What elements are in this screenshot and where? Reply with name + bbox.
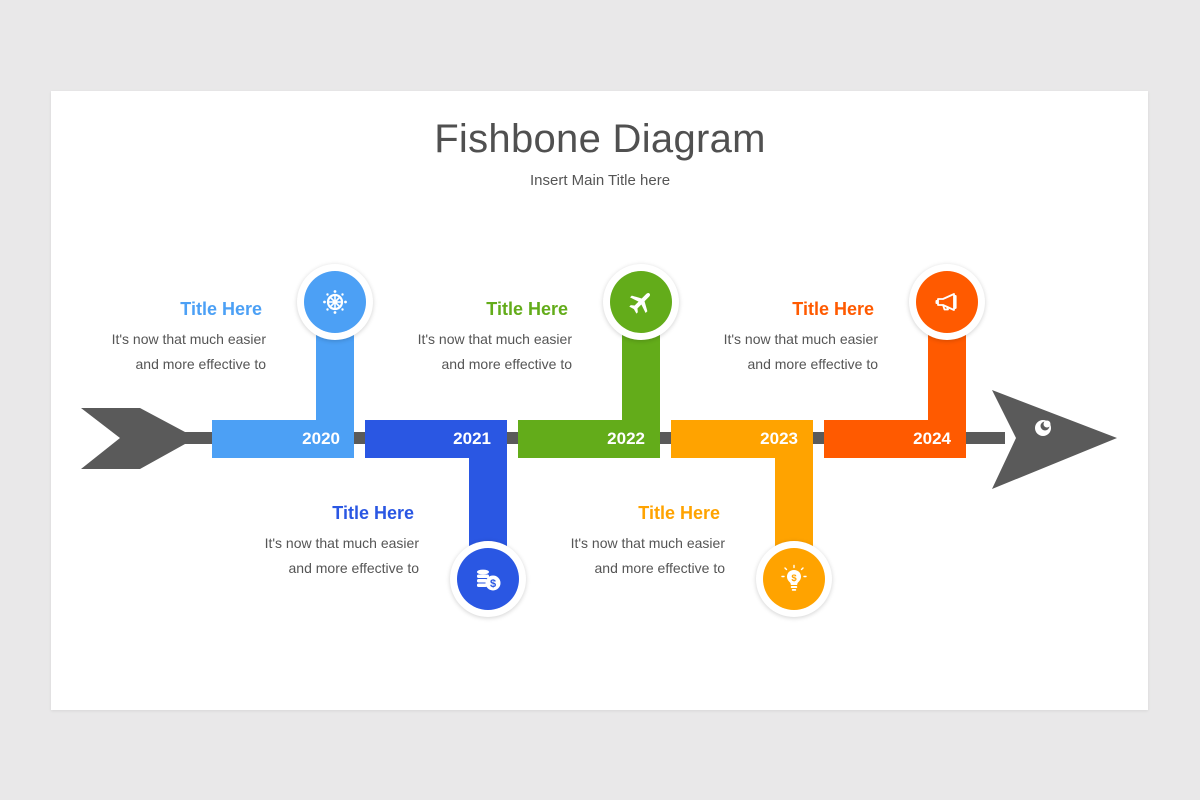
year-label-2024: 2024: [913, 429, 951, 448]
page-subtitle: Insert Main Title here: [529, 172, 671, 189]
desc-line: It's now that much easier: [570, 535, 725, 551]
desc-line: It's now that much easier: [417, 331, 572, 347]
milestone-icon-2021: $: [450, 541, 526, 617]
svg-text:$: $: [791, 573, 797, 584]
desc-line: and more effective to: [594, 560, 725, 576]
desc-line: and more effective to: [441, 356, 572, 372]
ship-wheel-icon: [323, 290, 347, 314]
fish-head-icon: [992, 390, 1117, 489]
desc-line: and more effective to: [288, 560, 419, 576]
desc-line: It's now that much easier: [111, 331, 266, 347]
svg-text:$: $: [490, 578, 496, 590]
bone-segment-2023: [671, 420, 813, 458]
lightbulb-dollar-icon: $: [781, 564, 807, 591]
milestone-desc-2024: It's now that much easier and more effec…: [648, 327, 878, 377]
milestone-title-2024: Title Here: [792, 299, 874, 319]
milestone-title-2020: Title Here: [180, 299, 262, 319]
milestone-icon-2023: $: [756, 541, 832, 617]
milestone-desc-2022: It's now that much easier and more effec…: [342, 327, 572, 377]
desc-line: and more effective to: [747, 356, 878, 372]
desc-line: It's now that much easier: [264, 535, 419, 551]
year-label-2021: 2021: [453, 429, 491, 448]
year-label-2020: 2020: [302, 429, 340, 448]
milestone-desc-2020: It's now that much easier and more effec…: [36, 327, 266, 377]
fish-tail-icon: [81, 408, 185, 469]
bone-segment-2020: [212, 420, 354, 458]
year-label-2023: 2023: [760, 429, 798, 448]
megaphone-icon: [935, 293, 957, 311]
milestone-title-2021: Title Here: [332, 503, 414, 523]
milestone-title-2023: Title Here: [638, 503, 720, 523]
page-title: Fishbone Diagram: [434, 117, 766, 161]
milestone-icon-2020: [297, 264, 373, 340]
milestone-icon-2024: [909, 264, 985, 340]
milestone-desc-2023: It's now that much easier and more effec…: [495, 531, 725, 581]
desc-line: and more effective to: [135, 356, 266, 372]
bone-segment-2021: [365, 420, 507, 458]
milestone-icon-2022: [603, 264, 679, 340]
bone-segment-2024: [824, 420, 966, 458]
milestone-title-2022: Title Here: [486, 299, 568, 319]
desc-line: It's now that much easier: [723, 331, 878, 347]
milestone-desc-2021: It's now that much easier and more effec…: [189, 531, 419, 581]
airplane-icon: [629, 292, 651, 314]
coins-dollar-icon: $: [477, 569, 501, 591]
year-label-2022: 2022: [607, 429, 645, 448]
bone-segment-2022: [518, 420, 660, 458]
